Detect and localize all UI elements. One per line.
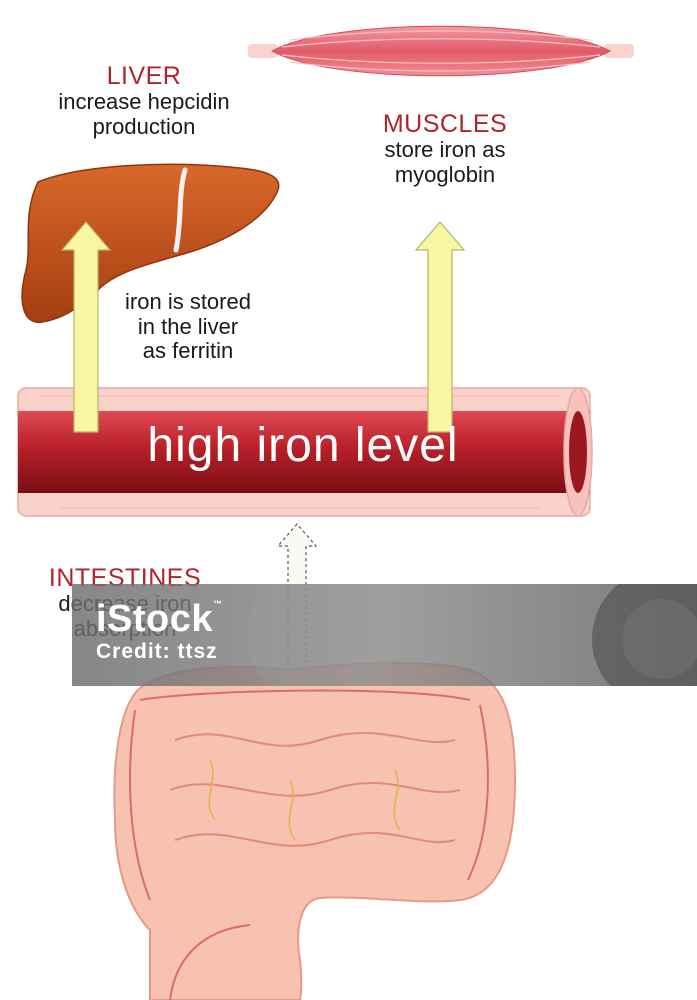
watermark-trademark: ™ bbox=[213, 599, 223, 609]
liver-label-group: LIVER increase hepcidin production bbox=[15, 62, 273, 139]
liver-title: LIVER bbox=[15, 62, 273, 90]
watermark-banner: iStock™ Credit: ttsz bbox=[72, 584, 697, 686]
watermark-logo-text: iStock bbox=[96, 598, 213, 640]
vessel-label: high iron level bbox=[18, 418, 588, 473]
muscles-label-group: MUSCLES store iron as myoglobin bbox=[335, 110, 555, 187]
muscles-desc-line1: store iron as bbox=[335, 138, 555, 163]
liver-desc-line2: production bbox=[15, 115, 273, 140]
watermark-credit: Credit: ttsz bbox=[96, 640, 223, 664]
muscles-title: MUSCLES bbox=[335, 110, 555, 138]
muscle-illustration bbox=[248, 26, 634, 76]
liver-storage-line3: as ferritin bbox=[108, 339, 268, 364]
liver-storage-line1: iron is stored bbox=[108, 290, 268, 315]
watermark-logo: iStock™ bbox=[96, 600, 223, 638]
liver-storage-line2: in the liver bbox=[108, 315, 268, 340]
intestines-illustration bbox=[114, 663, 515, 1000]
liver-desc-line1: increase hepcidin bbox=[15, 90, 273, 115]
liver-storage-label: iron is stored in the liver as ferritin bbox=[108, 290, 268, 364]
muscles-desc-line2: myoglobin bbox=[335, 163, 555, 188]
